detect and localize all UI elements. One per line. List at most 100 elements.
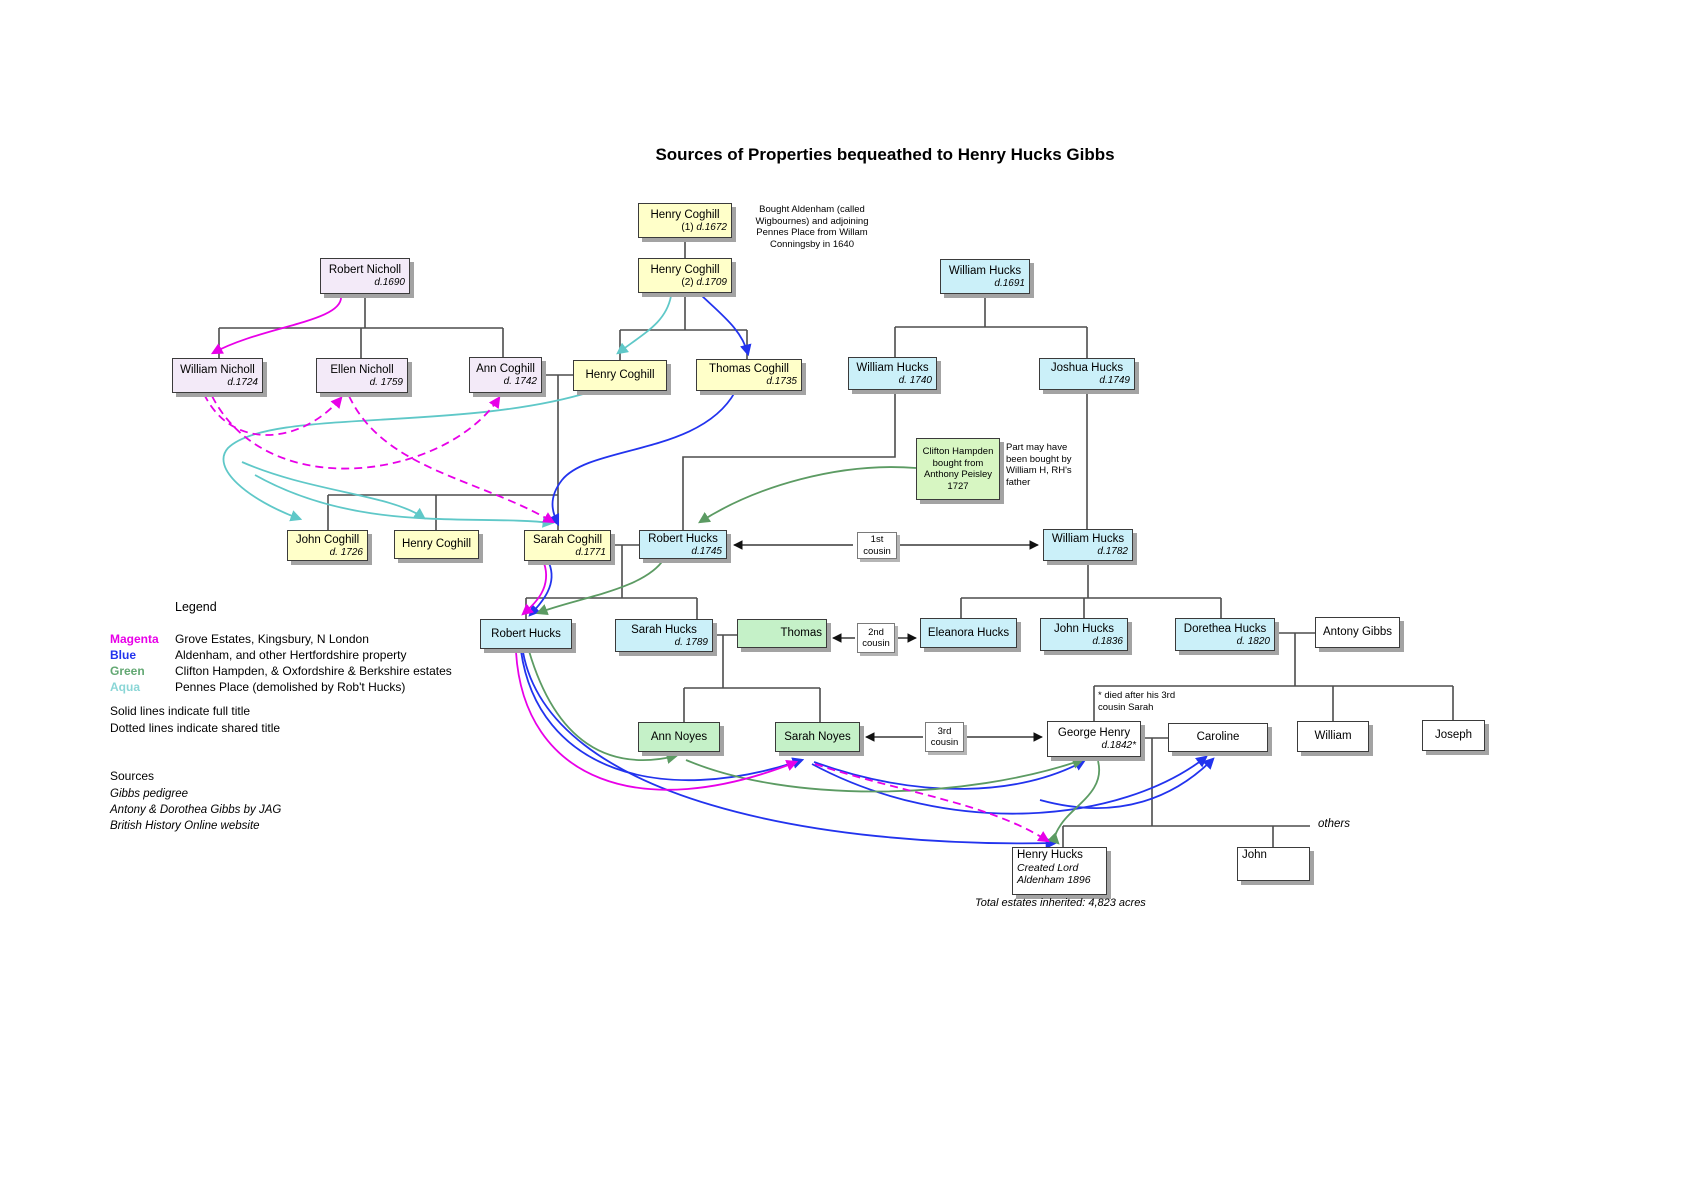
node-henry-coghill-4: Henry Coghill — [394, 530, 479, 559]
node-henry-coghill-1: Henry Coghill(1) d.1672 — [638, 203, 732, 238]
node-john-gibbs: John — [1237, 847, 1310, 881]
legend-entry-text: Grove Estates, Kingsbury, N London — [175, 632, 369, 646]
legend-entry-text: Clifton Hampden, & Oxfordshire & Berkshi… — [175, 664, 452, 678]
person-name: Sarah Hucks — [631, 623, 697, 636]
person-name: Dorethea Hucks — [1183, 622, 1267, 635]
legend-heading: Legend — [175, 600, 217, 614]
person-name: Ellen Nicholl — [330, 363, 394, 376]
node-antony-gibbs: Antony Gibbs — [1315, 617, 1400, 648]
flow-magenta-solid — [210, 295, 799, 791]
death-date: d. 1759 — [369, 376, 403, 388]
annotation-total-estates: Total estates inherited: 4,823 acres — [975, 897, 1146, 909]
legend-color-name: Green — [110, 664, 145, 678]
death-date: d.1735 — [766, 376, 797, 387]
node-line: 1st — [870, 534, 884, 545]
tree-connectors — [218, 238, 1454, 847]
person-name: William Nicholl — [180, 363, 255, 376]
person-name: William — [1314, 730, 1352, 742]
person-name: Ann Noyes — [650, 730, 708, 743]
annotation-aldenham-purchase: Bought Aldenham (called Wigbournes) and … — [755, 204, 869, 250]
person-name: Sarah Coghill — [532, 533, 603, 546]
person-name: Henry Coghill — [650, 263, 720, 276]
legend-entry-text: Pennes Place (demolished by Rob't Hucks) — [175, 680, 406, 694]
node-line: 2nd — [868, 626, 884, 638]
node-eleanora-hucks: Eleanora Hucks — [920, 618, 1017, 648]
node-caroline: Caroline — [1168, 723, 1268, 752]
legend-dotted-note: Dotted lines indicate shared title — [110, 720, 281, 735]
death-date: d. 1742 — [503, 376, 537, 387]
person-name: Eleanora Hucks — [927, 626, 1010, 639]
node-line: Clifton Hampden — [922, 446, 994, 457]
legend-color-name: Magenta — [110, 632, 159, 646]
legend-color-name: Aqua — [110, 680, 140, 694]
node-ann-noyes: Ann Noyes — [638, 722, 720, 752]
person-name: Caroline — [1196, 731, 1240, 743]
flow-blue — [520, 294, 1215, 850]
legend-line-notes: Solid lines indicate full title Dotted l… — [110, 703, 280, 736]
death-date: d.1691 — [994, 277, 1025, 289]
node-line: cousin — [862, 638, 890, 649]
person-name: William Hucks — [948, 264, 1022, 277]
legend-solid-note: Solid lines indicate full title — [110, 704, 251, 718]
person-name: John Hucks — [1053, 622, 1115, 635]
source-item: British History Online website — [110, 820, 260, 832]
death-date: d. 1740 — [898, 374, 932, 386]
death-date: d. 1726 — [329, 546, 363, 558]
person-name: John Coghill — [295, 533, 360, 546]
person-name: William Hucks — [1051, 533, 1125, 545]
page-title: Sources of Properties bequeathed to Henr… — [655, 145, 1115, 164]
node-line: cousin — [930, 737, 959, 748]
source-item: Antony & Dorothea Gibbs by JAG — [110, 804, 282, 816]
death-date: d.1745 — [691, 545, 722, 557]
death-date: (2) d.1709 — [681, 276, 727, 288]
flow-green — [528, 466, 1101, 845]
person-name: George Henry — [1057, 727, 1131, 739]
person-name: Joseph — [1434, 729, 1473, 741]
death-date: d.1771 — [575, 546, 606, 558]
person-name: John — [1242, 849, 1267, 861]
source-item: Gibbs pedigree — [110, 788, 188, 800]
node-subtitle: Aldenham 1896 — [1017, 874, 1091, 886]
death-date: d. 1789 — [674, 636, 708, 648]
flow-aqua — [222, 295, 672, 528]
death-date: d.1836 — [1092, 635, 1123, 647]
person-name: Joshua Hucks — [1050, 362, 1124, 374]
death-date: d.1842* — [1101, 740, 1136, 751]
death-date: d.1749 — [1099, 375, 1130, 386]
annotation-died-after: * died after his 3rd cousin Sarah — [1098, 690, 1176, 713]
sources-heading: Sources — [110, 769, 155, 783]
flow-magenta-dashed — [203, 393, 1050, 843]
node-sarah-noyes: Sarah Noyes — [775, 722, 860, 752]
node-joseph-gibbs: Joseph — [1422, 720, 1485, 751]
legend-entries: Magenta Grove Estates, Kingsbury, N Londo… — [110, 631, 452, 695]
death-date: (1) d.1672 — [681, 221, 727, 233]
person-name: Thomas — [780, 627, 822, 639]
node-line: bought from — [932, 457, 984, 469]
node-robert-hucks-2: Robert Hucks — [480, 619, 572, 649]
node-line: 1727 — [947, 480, 969, 492]
node-william-gibbs: William — [1297, 721, 1369, 752]
node-henry-coghill-2: Henry Coghill(2) d.1709 — [638, 258, 732, 293]
legend-entry-text: Aldenham, and other Hertfordshire proper… — [175, 648, 407, 662]
node-thomas-noyes: Thomas — [737, 619, 827, 648]
